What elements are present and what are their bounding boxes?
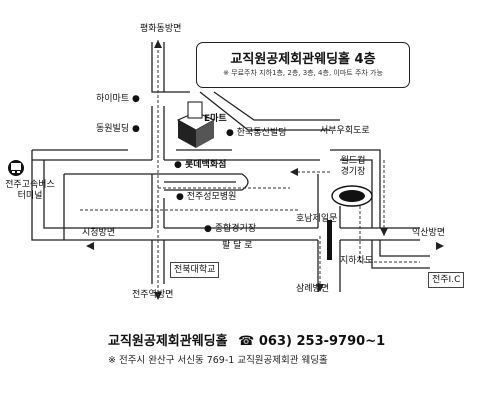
stadium-icon (331, 185, 373, 207)
footer-venue-name: 교직원공제회관웨딩홀 (108, 334, 228, 349)
label-bus-terminal: 전주고속버스 터미널 (5, 180, 55, 201)
label-lotte: ● 롯데백화점 (174, 160, 227, 170)
label-pyeonghwa: 평화동방면 (140, 24, 182, 34)
label-jeonbuk-univ: 전북대학교 (170, 262, 220, 278)
bus-icon (8, 160, 24, 176)
label-hanguk-tongsin: ● 한국통신빌딩 (226, 128, 287, 138)
label-haimart: 하이마트 ● (96, 94, 140, 104)
road-map-drawing (8, 40, 444, 300)
label-honam: 호남제일문 (296, 214, 338, 224)
label-sicheong: 시청방면 (82, 228, 116, 238)
label-jihacha: 지하차도 (340, 256, 374, 266)
label-samrye: 삼례방면 (296, 284, 330, 294)
label-dongwon: 동원빌딩 ● (96, 124, 140, 134)
label-worldcup: 월드컵 경기장 (340, 156, 366, 177)
gate-marker (327, 220, 332, 260)
label-jonghap: ● 종합경기장 (204, 224, 257, 234)
phone-icon: ☎ (238, 334, 255, 349)
building-icon (176, 101, 216, 148)
label-jeonju-ic: 전주I.C (428, 272, 465, 288)
label-emart: E마트 (204, 114, 227, 124)
callout-title: 교직원공제회관웨딩홀 4층 (230, 52, 376, 67)
label-paldal-ro: 팔 달 로 (222, 241, 253, 251)
footer-title-row: 교직원공제회관웨딩홀 ☎ 063) 253-9790~1 (108, 330, 385, 349)
footer-address: ※ 전주시 완산구 서신동 769-1 교직원공제회관 웨딩홀 (108, 355, 328, 366)
callout-note: ※ 무료주차 지하1층, 2층, 3층, 4층, 이마트 주차 가능 (223, 69, 383, 77)
label-iksan: 익산방면 (412, 228, 446, 238)
venue-callout: 교직원공제회관웨딩홀 4층 ※ 무료주차 지하1층, 2층, 3층, 4층, 이… (196, 42, 410, 88)
label-seobu-ucheon: 서부우회도로 (320, 126, 370, 136)
footer-phone: 063) 253-9790~1 (258, 334, 386, 349)
label-jeonju-station: 전주역방면 (132, 290, 174, 300)
label-seongmo: ● 전주성모병원 (176, 192, 237, 202)
